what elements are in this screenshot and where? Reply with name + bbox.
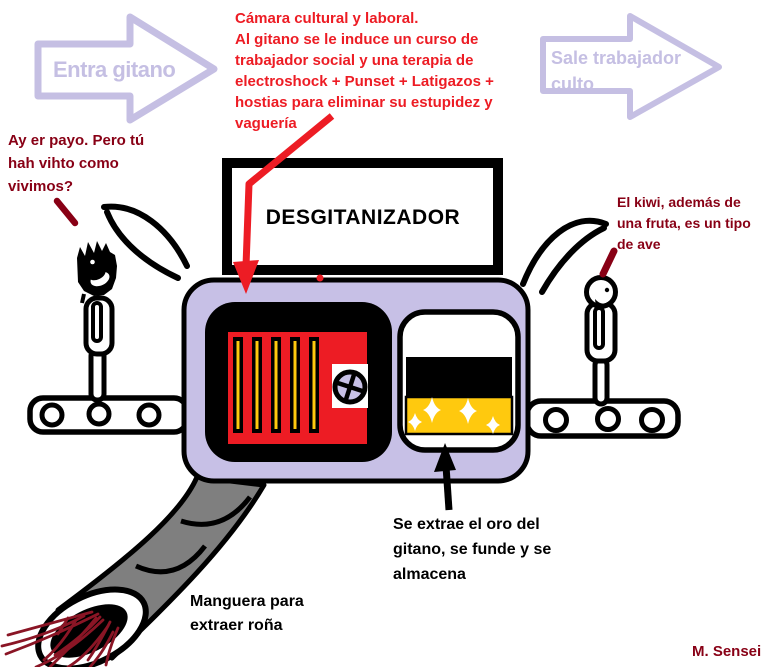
extraction-hose: [0, 474, 267, 667]
gold-pointer-arrow: [434, 443, 456, 511]
cage-panel: [205, 302, 392, 462]
worker-figure: [584, 275, 618, 407]
roller: [39, 402, 65, 428]
entra-arrow-shape: [34, 13, 218, 124]
sparkle-icons: [408, 397, 500, 434]
grime-strands: [0, 610, 120, 667]
gypsy-speech-pointer: [53, 197, 79, 227]
gold-panel: [397, 309, 521, 453]
roller: [595, 406, 621, 432]
conveyor-left: [27, 395, 190, 435]
red-dot: [316, 274, 324, 282]
gold-layer: [404, 395, 514, 436]
worker-speech-text: El kiwi, además de una fruta, es un tipo…: [617, 194, 751, 252]
machine-sign: [222, 158, 503, 275]
chamber-pointer-arrow: [233, 113, 335, 294]
black-layer: [406, 357, 512, 397]
worker-head: [584, 275, 618, 309]
hose-note: Manguera para extraer roña: [190, 593, 304, 634]
sale-arrow-label: Sale trabajador culto: [551, 48, 682, 94]
sale-arrow-shape: [540, 13, 722, 120]
exit-chute: [520, 217, 609, 295]
intake-chute: [101, 203, 190, 281]
signature: M. Sensei: [692, 643, 762, 660]
gypsy-speech-text: Ay er payo. Pero tú hah vihto como vivim…: [8, 132, 145, 195]
porthole-dial: [332, 364, 368, 408]
gold-note: Se extrae el oro del gitano, se funde y …: [393, 516, 552, 583]
entra-arrow-label: Entra gitano: [53, 57, 176, 82]
worker-speech-pointer: [599, 247, 618, 278]
machine-title: DESGITANIZADOR: [265, 206, 461, 229]
chamber-note: Cámara cultural y laboral. Al gitano se …: [235, 10, 494, 132]
gypsy-figure: [77, 241, 117, 403]
roller: [639, 407, 665, 433]
cage-bars: [233, 337, 319, 433]
roller: [86, 401, 112, 427]
roller: [136, 402, 162, 428]
roller: [543, 407, 569, 433]
